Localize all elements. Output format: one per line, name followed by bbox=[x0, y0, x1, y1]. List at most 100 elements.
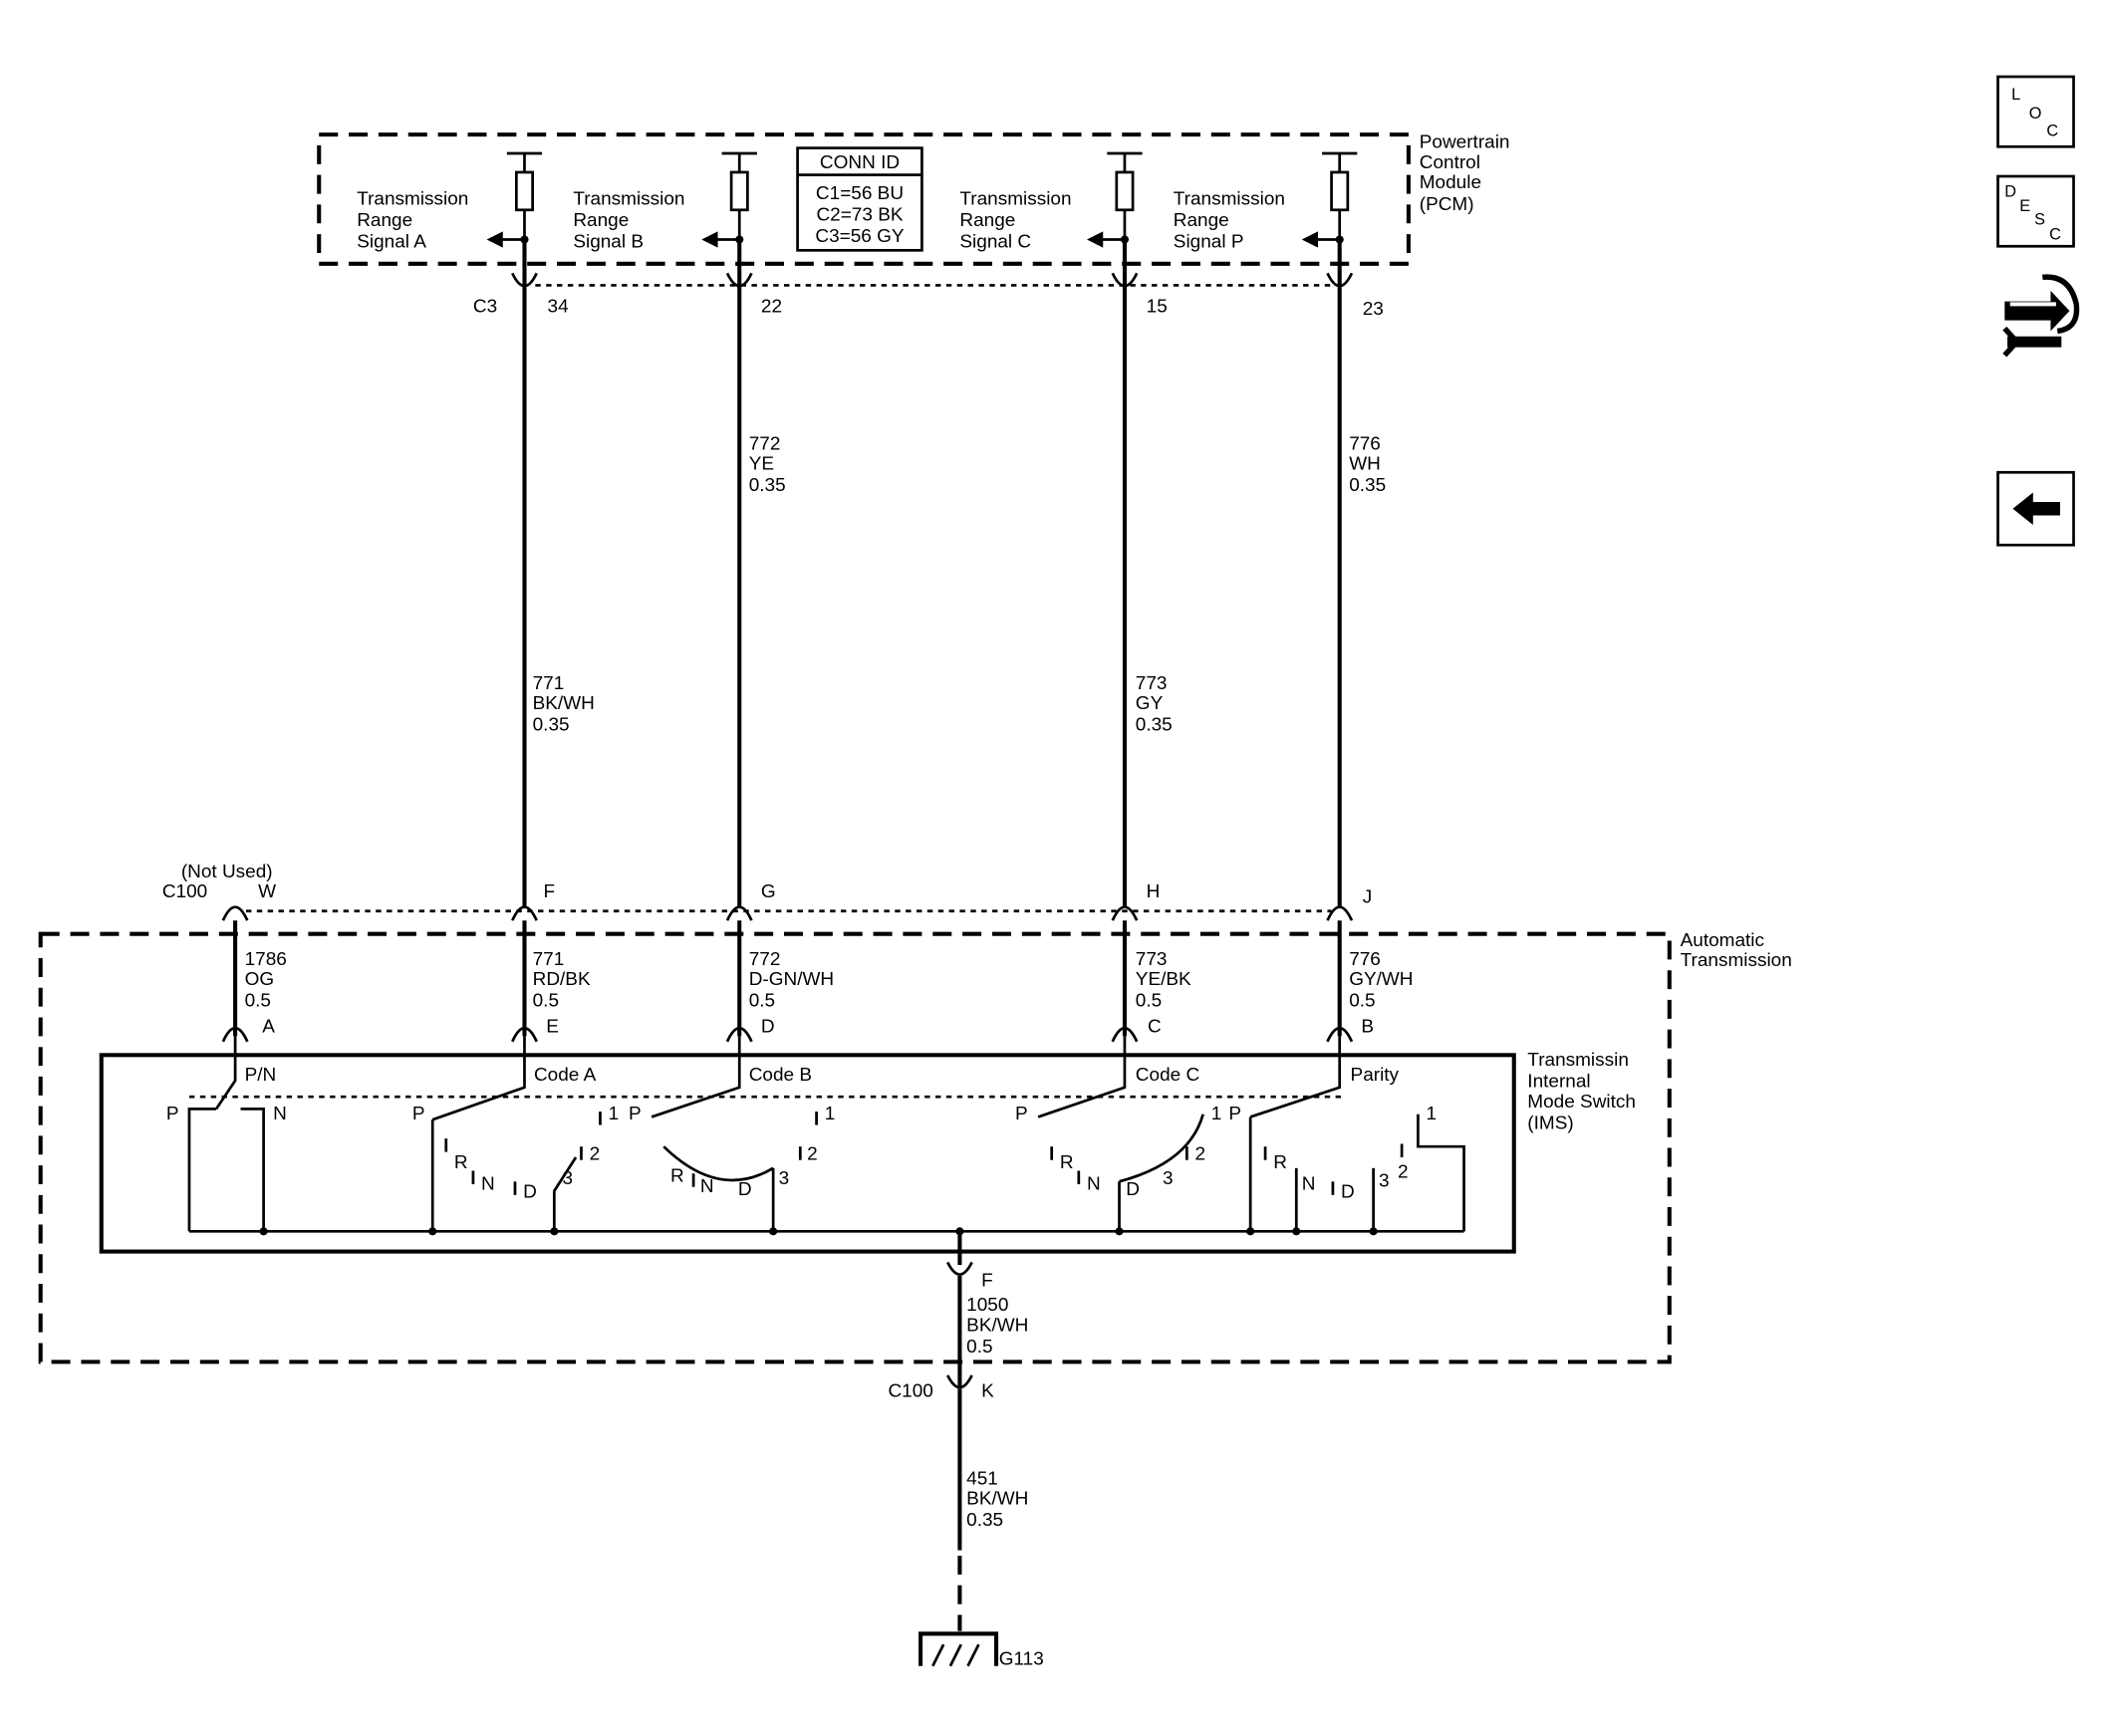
pin-15-label: 15 bbox=[1147, 297, 1168, 318]
pin-23-label: 23 bbox=[1363, 299, 1384, 320]
desc-letter-e: E bbox=[2019, 197, 2030, 215]
pcm-module: Powertrain Control Module (PCM) CONN ID … bbox=[317, 132, 1509, 266]
ims-boundary bbox=[99, 1053, 1516, 1254]
wire-773-color: GY bbox=[1136, 693, 1164, 714]
transmission-name-line-2: Transmission bbox=[1681, 950, 1792, 971]
signal-c-arrow-icon bbox=[1086, 231, 1104, 248]
c100-pin-k: K bbox=[981, 1381, 994, 1402]
wire-772-lower-color: D-GN/WH bbox=[749, 969, 834, 990]
wire-1786-color: OG bbox=[245, 969, 275, 990]
code-a-label: Code A bbox=[534, 1065, 597, 1086]
wire-772-circuit: 772 bbox=[749, 433, 781, 454]
connector-wrench-icon bbox=[2002, 274, 2080, 358]
location-button[interactable]: L O C bbox=[1996, 75, 2075, 148]
conn-id-c3: C3=56 GY bbox=[815, 226, 905, 247]
pn-p-label: P bbox=[166, 1104, 179, 1124]
pcm-name-line-2: Control bbox=[1420, 152, 1480, 173]
code-c-3-label: 3 bbox=[1163, 1168, 1174, 1189]
signal-a-resistor bbox=[514, 170, 534, 212]
wire-771-lower-size: 0.5 bbox=[533, 991, 559, 1012]
wire-773-lower-color: YE/BK bbox=[1136, 969, 1191, 990]
ims-name-line-2: Internal bbox=[1527, 1072, 1590, 1093]
parity-label: Parity bbox=[1351, 1065, 1400, 1086]
pn-label: P/N bbox=[245, 1065, 277, 1086]
code-c-p-label: P bbox=[1015, 1104, 1028, 1124]
wire-1050-circuit: 1050 bbox=[966, 1295, 1008, 1316]
signal-p-label-1: Transmission bbox=[1174, 188, 1285, 209]
c100-not-used: (Not Used) bbox=[181, 862, 273, 882]
wire-773-lower-size: 0.5 bbox=[1136, 991, 1162, 1012]
desc-letter-d: D bbox=[2004, 182, 2016, 200]
ims-pin-e: E bbox=[546, 1016, 559, 1037]
signal-b-resistor bbox=[729, 170, 749, 212]
desc-letter-c: C bbox=[2049, 226, 2061, 244]
wire-776-circuit: 776 bbox=[1349, 433, 1381, 454]
signal-p-circuit: Transmission Range Signal P bbox=[1174, 151, 1358, 253]
pcm-connector-c3: C3 34 22 15 23 bbox=[473, 272, 1384, 320]
parity-switch: Parity P R N D 3 2 1 bbox=[1228, 1036, 1465, 1236]
ims-pin-f: F bbox=[981, 1271, 993, 1292]
wire-776-size: 0.35 bbox=[1349, 475, 1386, 496]
code-b-3-label: 3 bbox=[779, 1168, 790, 1189]
diagnostic-connector-button[interactable] bbox=[2002, 274, 2080, 358]
ground-icon bbox=[919, 1631, 999, 1667]
pn-n-label: N bbox=[273, 1104, 287, 1124]
signal-p-resistor bbox=[1330, 170, 1350, 212]
code-a-n-label: N bbox=[481, 1173, 495, 1194]
ims-pin-f-terminal bbox=[945, 1261, 973, 1276]
signal-a-circuit: Transmission Range Signal A bbox=[357, 151, 543, 253]
ground-circuit: C100 K 451 BK/WH 0.35 G113 bbox=[888, 1374, 1044, 1669]
signal-c-resistor bbox=[1115, 170, 1135, 212]
wire-776-color: WH bbox=[1349, 454, 1381, 475]
transmission-name-line-1: Automatic bbox=[1681, 930, 1764, 951]
parity-d-label: D bbox=[1341, 1182, 1355, 1203]
wire-771-size: 0.35 bbox=[533, 715, 570, 736]
back-button[interactable] bbox=[1996, 470, 2075, 547]
signal-a-label-2: Range bbox=[357, 210, 412, 231]
code-b-switch: Code B P R N D 3 2 1 bbox=[629, 1036, 836, 1236]
pn-switch: P/N P N bbox=[166, 1036, 287, 1236]
code-b-p-label: P bbox=[629, 1104, 642, 1124]
ims-name-line-3: Mode Switch bbox=[1527, 1092, 1636, 1113]
wire-776-lower-size: 0.5 bbox=[1349, 991, 1375, 1012]
signal-c-circuit: Transmission Range Signal C bbox=[959, 151, 1143, 253]
signal-c-label-2: Range bbox=[959, 210, 1015, 231]
signal-p-arrow-icon bbox=[1301, 231, 1318, 248]
description-button[interactable]: D E S C bbox=[1996, 174, 2075, 248]
signal-p-label-3: Signal P bbox=[1174, 232, 1244, 253]
upper-wires: 772 YE 0.35 776 WH 0.35 771 BK/WH 0.35 7… bbox=[522, 239, 1386, 909]
parity-2-label: 2 bbox=[1398, 1161, 1409, 1182]
ims-pin-a: A bbox=[262, 1016, 275, 1037]
c100-pin-f: F bbox=[543, 881, 555, 902]
signal-p-label-2: Range bbox=[1174, 210, 1229, 231]
parity-3-label: 3 bbox=[1379, 1171, 1390, 1192]
code-a-r-label: R bbox=[454, 1152, 468, 1173]
wire-451-size: 0.35 bbox=[966, 1510, 1003, 1531]
wire-771-circuit: 771 bbox=[533, 673, 565, 694]
automatic-transmission: Automatic Transmission 1786 OG 0.5 771 R… bbox=[38, 920, 1792, 1386]
conn-id-c2: C2=73 BK bbox=[816, 205, 903, 226]
code-b-r-label: R bbox=[670, 1165, 684, 1186]
code-b-1-label: 1 bbox=[825, 1104, 836, 1124]
code-a-2-label: 2 bbox=[590, 1144, 601, 1165]
pcm-boundary bbox=[317, 132, 1411, 266]
code-a-switch: Code A P R N D 3 2 1 bbox=[412, 1036, 619, 1236]
signal-b-circuit: Transmission Range Signal B bbox=[573, 151, 757, 253]
signal-b-arrow-icon bbox=[701, 231, 718, 248]
wire-1786-size: 0.5 bbox=[245, 991, 271, 1012]
code-b-d-label: D bbox=[738, 1179, 752, 1200]
signal-a-arrow-icon bbox=[486, 231, 503, 248]
wire-772-lower-circuit: 772 bbox=[749, 949, 781, 970]
parity-p-label: P bbox=[1228, 1104, 1241, 1124]
wire-773-lower-circuit: 773 bbox=[1136, 949, 1168, 970]
code-c-d-label: D bbox=[1126, 1179, 1140, 1200]
conn-id-box: CONN ID C1=56 BU C2=73 BK C3=56 GY bbox=[796, 146, 923, 252]
ims-pin-b: B bbox=[1361, 1016, 1374, 1037]
wire-773-size: 0.35 bbox=[1136, 715, 1173, 736]
signal-b-label-3: Signal B bbox=[573, 232, 644, 253]
code-a-3-label: 3 bbox=[562, 1168, 573, 1189]
ims-pin-c: C bbox=[1148, 1016, 1162, 1037]
wire-772-size: 0.35 bbox=[749, 475, 786, 496]
code-c-label: Code C bbox=[1136, 1065, 1199, 1086]
